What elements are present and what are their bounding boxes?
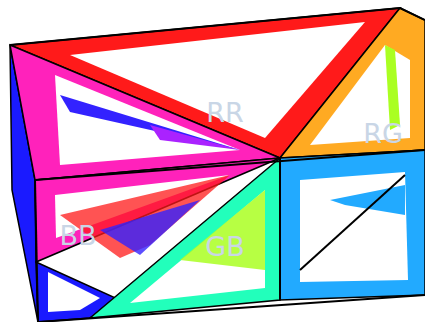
region-label: GB xyxy=(205,233,244,260)
region-label: BB xyxy=(59,222,96,249)
region-label: RR xyxy=(206,99,244,126)
region-label: RG xyxy=(363,120,403,147)
